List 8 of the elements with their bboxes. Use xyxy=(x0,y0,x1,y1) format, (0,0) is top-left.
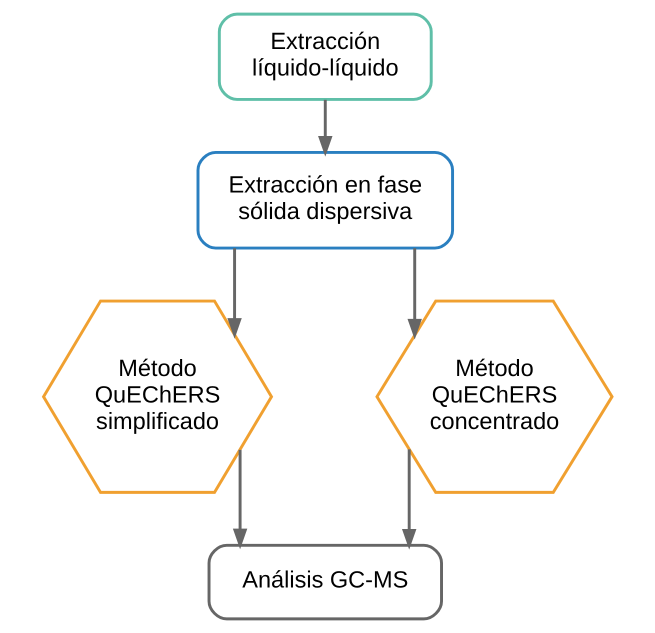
node-box: Extracción líquido-líquido xyxy=(217,12,432,101)
arrow xyxy=(401,449,416,550)
arrow xyxy=(232,450,247,550)
node-box: Análisis GC-MS xyxy=(207,544,442,620)
node-box: Extracción en fase sólida dispersiva xyxy=(196,150,454,250)
arrow xyxy=(318,100,332,157)
arrow xyxy=(226,248,242,339)
arrow xyxy=(406,248,422,340)
